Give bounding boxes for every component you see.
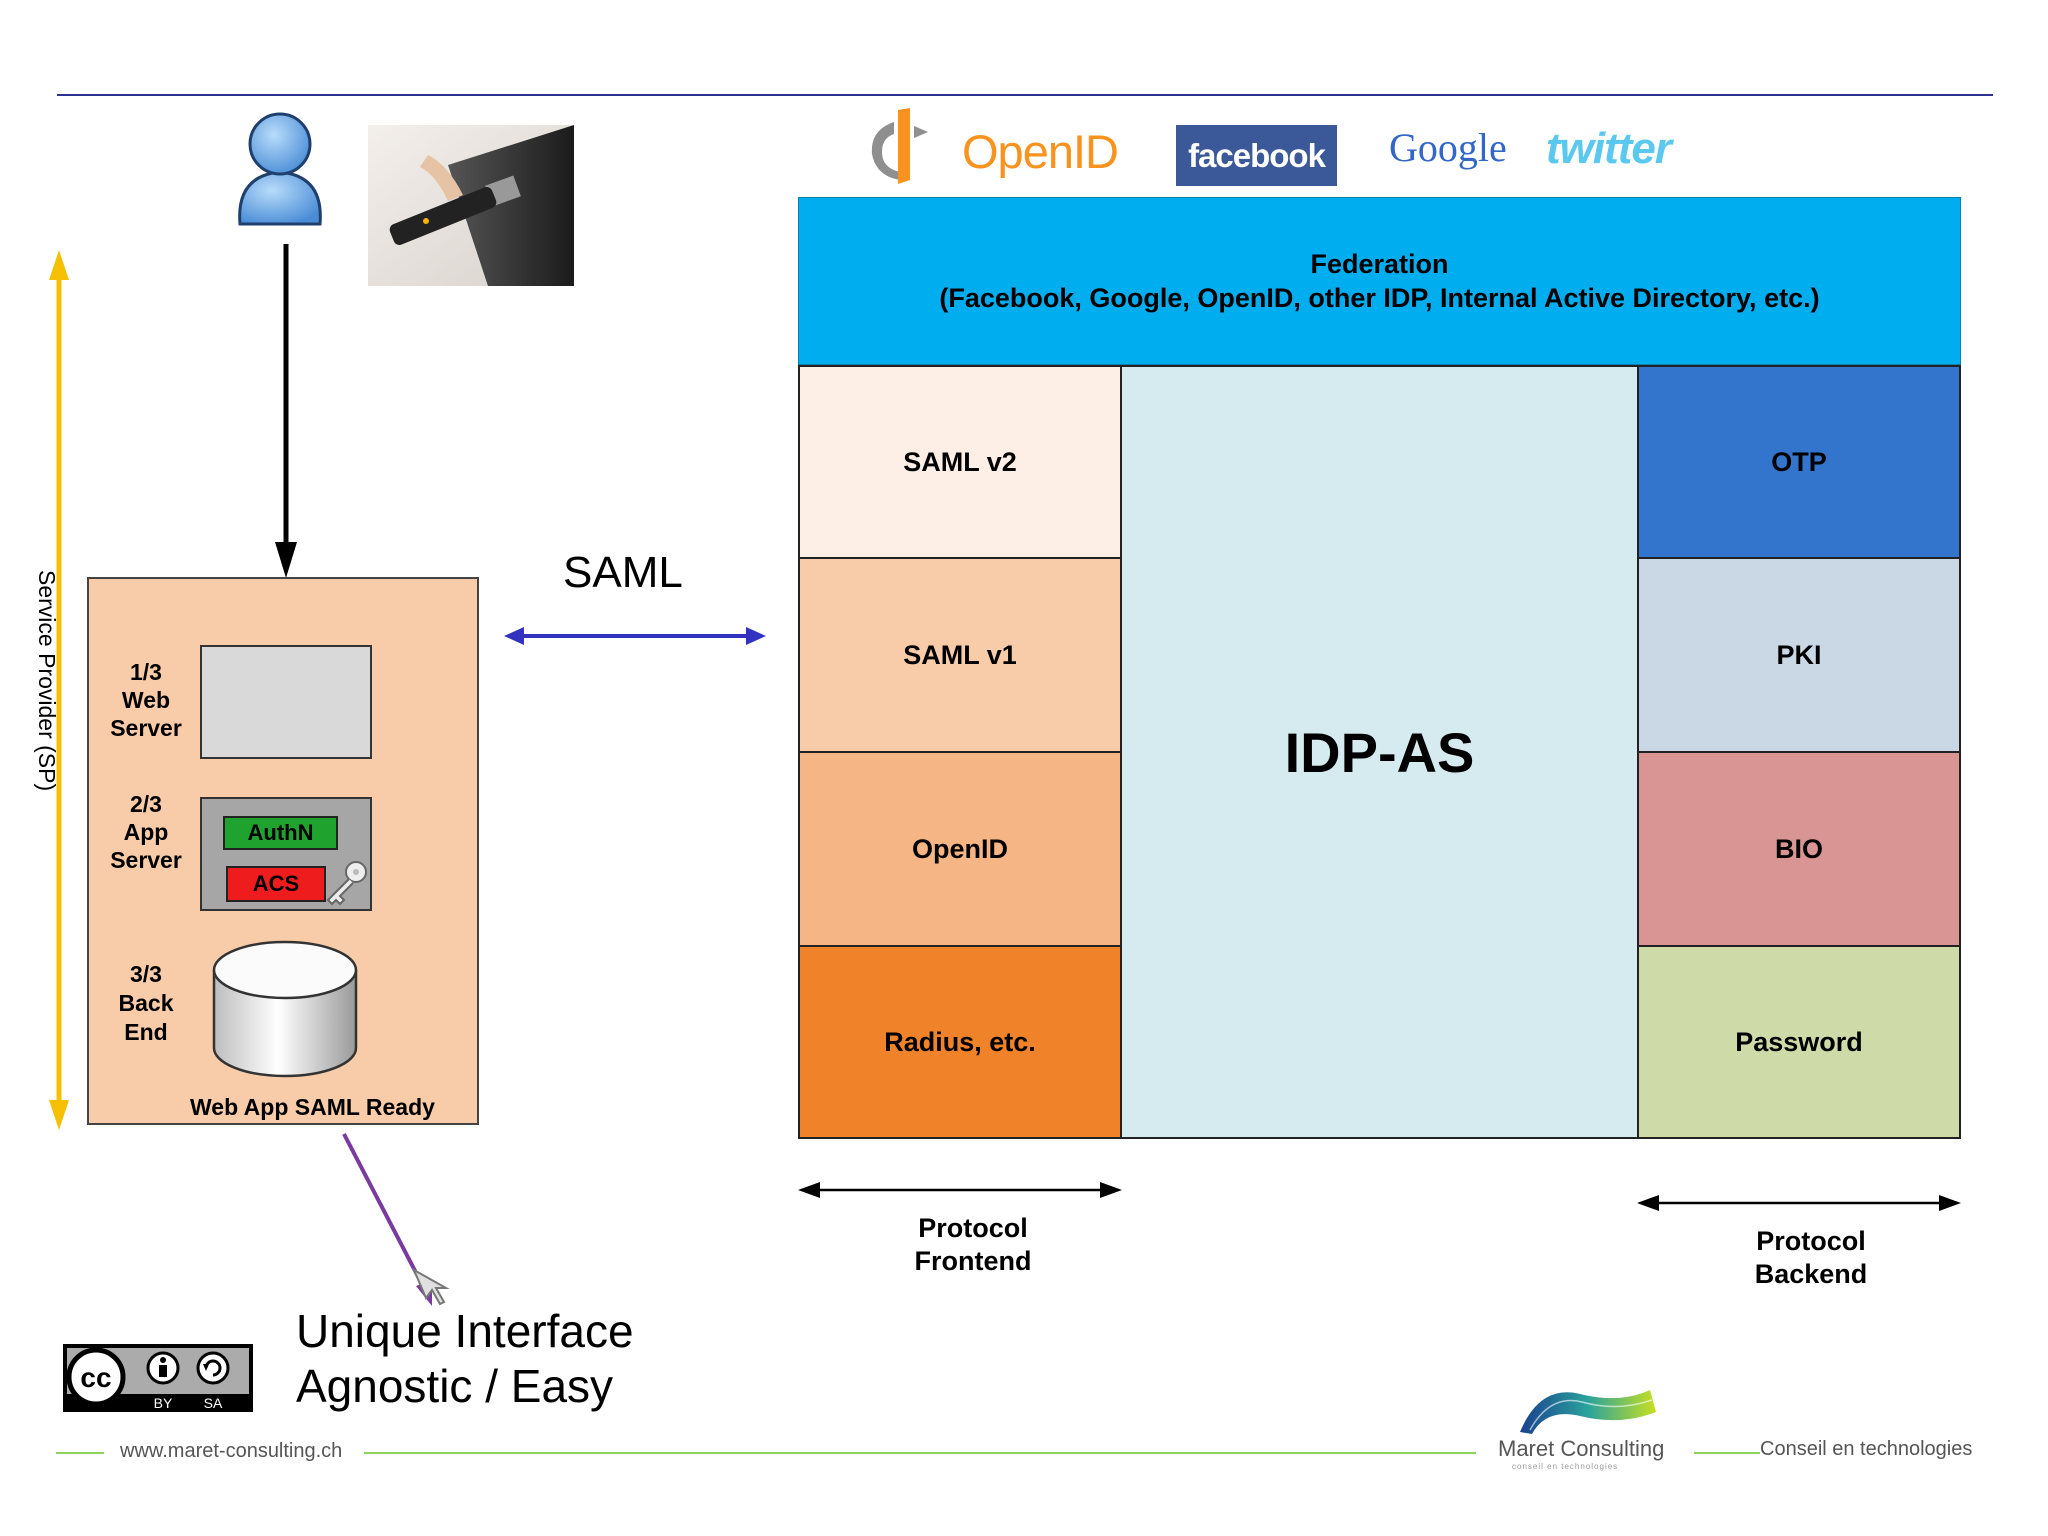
google-logo: Google [1389,125,1507,170]
federation-banner: Federation (Facebook, Google, OpenID, ot… [798,197,1961,365]
unique-interface-text: Unique Interface Agnostic / Easy [296,1305,634,1412]
footer-tagline: Conseil en technologies [1760,1438,1973,1460]
backend-pki: PKI [1637,557,1961,753]
sp-caption: Web App SAML Ready [190,1094,435,1120]
saml-double-arrow [504,627,766,645]
web-server-box [200,645,372,759]
unique-interface-arrow [342,1133,450,1306]
protocol-saml-v2: SAML v2 [798,365,1122,559]
protocol-frontend-label: Protocol Frontend [914,1213,1032,1276]
database-icon [212,940,358,1078]
web-server-label: 1/3 Web Server [110,659,182,741]
sp-vertical-label: Service Provider (SP) [34,570,60,792]
footer-rule-right [1694,1452,1760,1454]
authn-badge: AuthN [223,816,338,850]
acs-badge: ACS [226,866,326,902]
keys-icon [326,861,367,906]
license-by-text: BY [154,1395,173,1411]
hardware-token-photo [368,125,574,286]
maret-consulting-logo-icon [1520,1390,1656,1434]
facebook-logo: facebook [1176,125,1337,186]
backend-bio: BIO [1637,751,1961,947]
footer-company-sub: conseil en technologies [1512,1462,1619,1471]
cc-by-sa-license-icon: cc BY SA [63,1344,253,1412]
user-to-sp-arrow [275,244,297,578]
protocol-saml-v1: SAML v1 [798,557,1122,753]
cc-glyph: cc [80,1362,111,1393]
license-sa-text: SA [204,1395,223,1411]
twitter-logo: twitter [1546,124,1672,173]
protocol-frontend-arrow [798,1182,1122,1198]
footer-url: www.maret-consulting.ch [120,1440,343,1462]
sp-scope-arrow [49,250,69,1130]
footer-company: Maret Consulting [1498,1436,1665,1461]
footer-rule-left [56,1452,104,1454]
backend-password: Password [1637,945,1961,1139]
idp-as-core: IDP-AS [1120,365,1639,1139]
protocol-openid: OpenID [798,751,1122,947]
protocol-backend-arrow [1637,1195,1961,1211]
protocol-backend-label: Protocol Backend [1754,1226,1868,1289]
top-rule [57,94,1993,96]
openid-logo-icon [871,108,928,184]
user-icon [238,112,322,226]
openid-logo-text: OpenID [962,125,1119,178]
protocol-radius: Radius, etc. [798,945,1122,1139]
back-end-label: 3/3 Back End [118,961,174,1045]
saml-label: SAML [563,548,683,597]
app-server-label: 2/3 App Server [110,791,182,873]
backend-otp: OTP [1637,365,1961,559]
footer-rule-middle [364,1452,1476,1454]
